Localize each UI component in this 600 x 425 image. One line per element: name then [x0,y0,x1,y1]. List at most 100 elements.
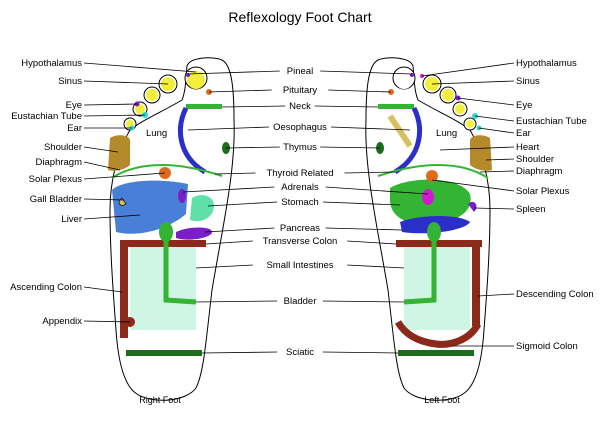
label-center-pituitary: Pituitary [283,85,318,96]
label-center-small-intestines: Small Intestines [266,260,333,271]
label-right-liver: Liver [61,214,82,225]
label-center-pineal: Pineal [287,66,313,77]
label-left-eye: Eye [516,100,532,111]
label-left-sigmoid-colon: Sigmoid Colon [516,341,578,352]
leader-right-sinus [83,80,169,85]
leader-center-right-small-intestines [347,264,405,269]
leader-center-left-pituitary [208,89,272,93]
left-bladder-top [427,222,441,242]
leader-center-left-stomach [207,201,278,207]
leader-center-left-transverse-colon [205,240,253,245]
leader-left-sinus [431,80,515,85]
right-hypothalamus-zone [187,71,205,89]
leader-right-solar-plexus [83,172,166,180]
left-sigmoid-colon-zone [394,320,482,348]
left-descending-colon-zone [472,246,480,326]
label-left-sinus: Sinus [516,76,540,87]
leader-center-left-neck [221,105,286,108]
label-center-oesophagus: Oesophagus [273,122,327,133]
leader-lines [83,62,515,354]
leader-center-right-transverse-colon [347,240,397,245]
leader-center-left-pancreas [204,227,275,233]
label-left-solar-plexus: Solar Plexus [516,186,570,197]
leader-center-left-oesophagus [187,126,270,131]
leader-left-descending-colon [477,293,515,297]
leader-center-right-stomach [322,201,401,206]
right-foot [108,57,235,401]
leader-right-eye [83,103,138,106]
left-foot-caption: Left Foot [424,395,460,405]
right-pancreas-zone [176,227,212,240]
label-center-bladder: Bladder [284,296,317,307]
leader-center-left-sciatic [201,351,278,354]
leader-left-heart [439,146,515,151]
label-center-transverse-colon: Transverse Colon [263,236,338,247]
left-small-intestines-zone [404,246,470,330]
label-right-eustachian-tube: Eustachian Tube [11,111,82,122]
leader-center-right-neck [314,105,379,108]
leader-center-right-bladder [322,300,405,303]
label-center-stomach: Stomach [281,197,319,208]
leader-center-left-pineal [187,70,280,75]
right-small-intestines-zone [130,246,196,330]
right-ascending-colon-zone [120,246,128,338]
label-center-sciatic: Sciatic [286,347,314,358]
left-foot [365,57,492,401]
leader-right-shoulder [83,146,119,153]
leader-right-eustachian-tube [83,114,146,117]
leader-center-right-oesophagus [330,126,411,131]
label-left-diaphragm: Diaphragm [516,166,563,177]
right-neck-zone [186,104,222,109]
leader-center-right-thyroid-related [344,171,396,174]
left-shoulder-zone [470,135,492,171]
leader-center-left-adrenals [182,186,275,193]
leader-center-right-sciatic [322,351,399,354]
leader-left-hypothalamus [421,62,515,77]
label-right-appendix: Appendix [42,316,82,327]
right-bladder-zone [163,224,197,305]
label-left-hypothalamus: Hypothalamus [516,58,577,69]
label-center-adrenals: Adrenals [281,182,319,193]
label-right-ascending-colon: Ascending Colon [10,282,82,293]
right-transverse-colon-zone [120,240,206,247]
left-sinus-zone-3 [455,104,465,114]
label-right-solar-plexus: Solar Plexus [29,174,83,185]
leader-left-diaphragm [479,170,515,173]
left-solar-plexus-zone [426,170,438,182]
leader-center-left-thymus [225,146,280,149]
right-stomach-zone [190,195,214,222]
label-right-gall-bladder: Gall Bladder [30,194,82,205]
label-center-thyroid-related: Thyroid Related [266,168,333,179]
leader-right-ascending-colon [83,286,123,293]
leader-right-appendix [83,320,131,323]
label-right-diaphragm: Diaphragm [36,157,83,168]
leader-center-left-small-intestines [195,264,253,269]
chart-title: Reflexology Foot Chart [228,9,371,25]
label-left-spleen: Spleen [516,204,546,215]
right-sinus-zone-2 [146,89,158,101]
right-liver-zone [112,180,188,234]
leader-center-left-bladder [195,300,278,303]
leader-right-diaphragm [83,161,121,171]
leader-left-ear [478,127,515,134]
right-sciatic-zone [126,350,202,356]
leader-left-eustachian-tube [474,115,515,122]
leader-center-right-adrenals [325,186,429,195]
leader-center-left-thyroid-related [214,172,256,175]
left-oesophagus-zone [387,114,413,148]
left-transverse-colon-zone [396,240,482,247]
left-sinus-zone-4 [466,120,474,128]
leader-center-right-pancreas [325,227,403,231]
leader-right-liver [83,214,141,220]
right-sinus-zone-3 [135,104,145,114]
label-left-heart: Heart [516,142,540,153]
label-right-sinus: Sinus [58,76,82,87]
label-center-thymus: Thymus [283,142,317,153]
right-bladder-top [159,222,173,242]
label-left-eustachian-tube: Eustachian Tube [516,116,587,127]
label-right-hypothalamus: Hypothalamus [21,58,82,69]
leader-left-eye [457,97,515,106]
label-left-descending-colon: Descending Colon [516,289,594,300]
